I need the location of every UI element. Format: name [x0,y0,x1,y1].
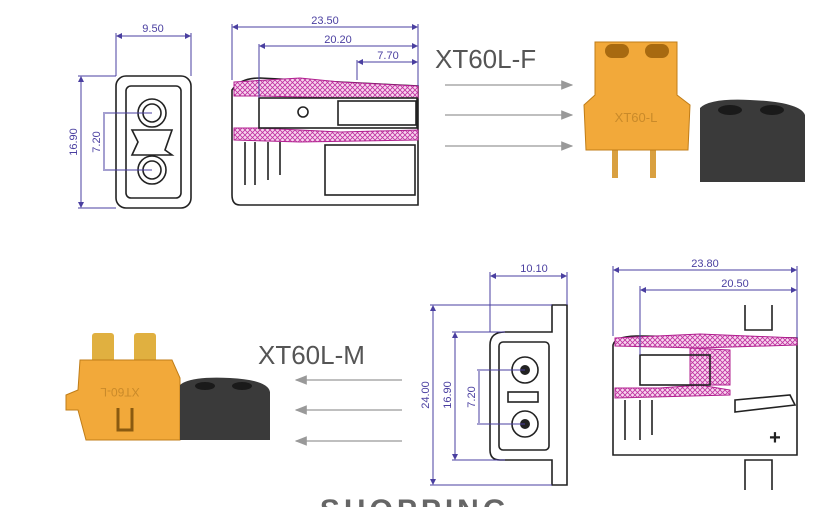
female-pitch-dim: 7.20 [91,131,103,152]
female-overall-dim: 23.50 [311,15,339,27]
male-width-dim: 10.10 [520,263,548,275]
male-body-dim: 16.90 [442,381,454,409]
female-body-dim: 20.20 [324,34,352,46]
female-side-view [231,77,419,206]
female-label: XT60L-F [435,44,536,74]
female-front-view: 9.50 16.90 7.20 [68,23,192,209]
female-side-dims: 23.50 20.20 7.70 [231,15,419,98]
male-side-view: + 23.80 20.50 [612,258,798,490]
male-body-dim-side: 20.50 [721,278,749,290]
female-marking: XT60-L [615,110,658,125]
watermark: SHOPPING [320,494,510,507]
male-arrows [294,375,402,446]
male-pitch-dim: 7.20 [466,386,478,407]
female-height-dim: 16.90 [68,128,80,156]
male-height-dim: 24.00 [420,381,432,409]
female-connector-photo: XT60-L [583,41,805,182]
polarity-plus: + [769,427,781,449]
male-overall-dim: 23.80 [691,258,719,270]
female-arrows [445,80,574,151]
male-label: XT60L-M [258,340,365,370]
male-connector-photo: XT60-L [65,333,270,441]
female-contact-dim: 7.70 [377,50,398,62]
male-front-view: 10.10 24.00 16.90 7.20 [420,263,568,486]
female-width-dim: 9.50 [142,23,163,35]
male-marking: XT60-L [100,385,140,399]
